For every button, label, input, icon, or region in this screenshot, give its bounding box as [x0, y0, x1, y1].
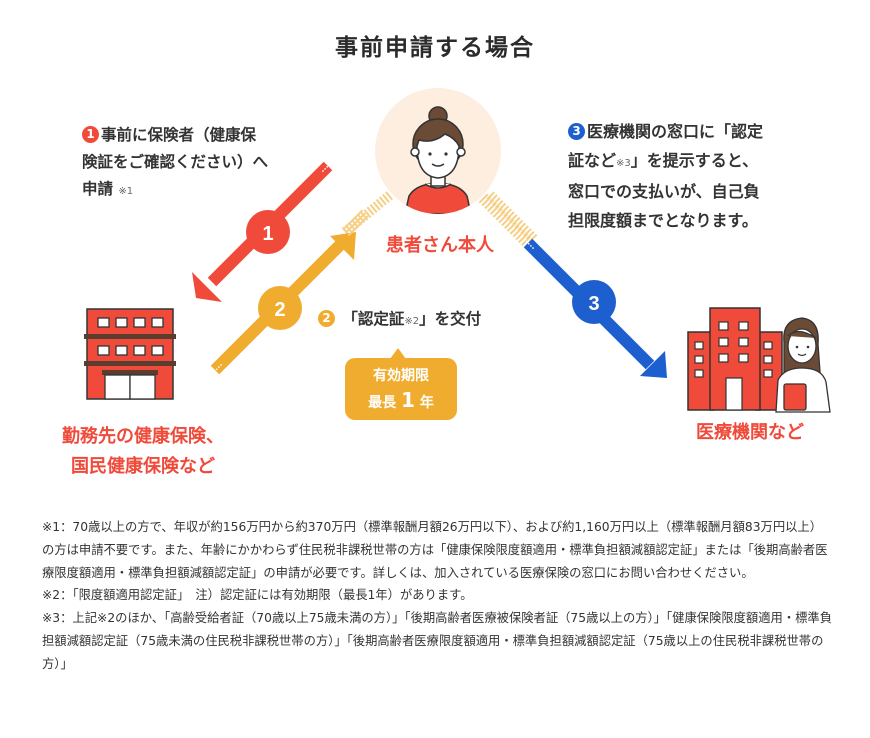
- step3-line2-pre: 証など: [568, 150, 617, 170]
- arrow-step-3: 3: [475, 190, 667, 378]
- footnote-3: ※3：上記※2のほか、「高齢受給者証（70歳以上75歳未満の方）」「後期高齢者医…: [42, 611, 833, 671]
- step1-note-ref: ※1: [118, 186, 134, 197]
- step2-text-post: 」を交付: [419, 310, 482, 328]
- step3-line3: 窓口での支払いが、自己負: [568, 182, 760, 201]
- footnote-1: ※1：70歳以上の方で、年収が約156万円から約370万円（標準報酬月額26万円…: [42, 520, 828, 580]
- page-title: 事前申請する場合: [335, 35, 535, 61]
- hospital-illustration: [684, 300, 834, 419]
- step1-number-badge: 1: [82, 126, 99, 143]
- hospital-with-nurse-icon: [687, 307, 831, 413]
- arrow-step-1: 1: [192, 161, 333, 302]
- step3-line4: 担限度額までとなります。: [568, 210, 758, 230]
- step2-number-badge: 2: [318, 310, 335, 327]
- arrow-step-2: 2: [210, 208, 370, 375]
- insurer-label: 勤務先の健康保険、 国民健康保険など: [38, 422, 248, 482]
- arrow-3-number: 3: [588, 293, 599, 315]
- validity-badge-line2: 最長 1 年: [345, 388, 457, 415]
- hospital-label: 医療機関など: [696, 422, 804, 443]
- woman-avatar-icon: [375, 88, 501, 214]
- step3-line1: 医療機関の窓口に「認定: [587, 122, 764, 141]
- office-building-icon: [84, 308, 176, 400]
- patient-label: 患者さん本人: [386, 235, 494, 256]
- arrow-2-number: 2: [274, 299, 285, 321]
- step1-line2: 険証をご確認ください）へ: [82, 153, 269, 171]
- patient-connector-right: [486, 191, 539, 244]
- step2-text-pre: 「認定証: [342, 310, 405, 328]
- validity-badge: 有効期限 最長 1 年: [345, 348, 457, 420]
- footnote-2: ※2：「限度額適用認定証」 注）認定証には有効期限（最長1年）があります。: [42, 588, 473, 603]
- step3-number-badge: 3: [568, 123, 585, 140]
- arrow-1-number: 1: [262, 223, 273, 245]
- insurer-building: [84, 306, 176, 406]
- step3-note-ref: ※3: [616, 157, 631, 169]
- validity-line2-post: 年: [419, 395, 434, 411]
- step3-line2-post: 」を提示すると、: [630, 150, 759, 170]
- patient-avatar: [375, 88, 501, 214]
- footnotes: ※1：70歳以上の方で、年収が約156万円から約370万円（標準報酬月額26万円…: [42, 516, 832, 676]
- step1-line1: 事前に保険者（健康保: [101, 126, 257, 144]
- validity-badge-line1: 有効期限: [373, 368, 429, 384]
- step1-line3: 申請: [82, 180, 114, 198]
- step2-note-ref: ※2: [404, 316, 420, 327]
- step2-description: 2 「認定証※2」を交付: [318, 306, 481, 335]
- insurer-label-line1: 勤務先の健康保険、: [62, 426, 224, 447]
- validity-line2-pre: 最長: [368, 395, 397, 411]
- insurer-label-line2: 国民健康保険など: [71, 456, 215, 477]
- validity-years: 1: [401, 388, 415, 412]
